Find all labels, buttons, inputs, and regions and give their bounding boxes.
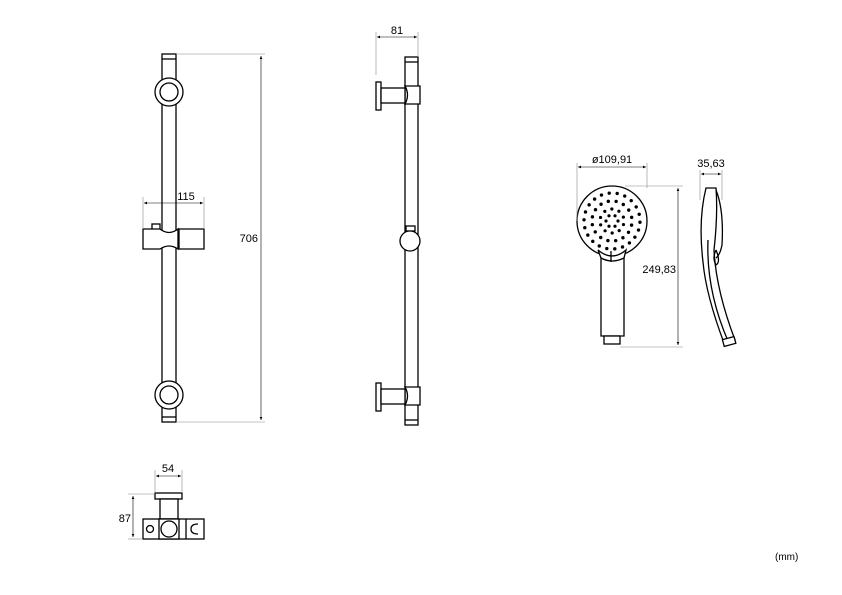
dimension-35-63: 35,63 [697, 158, 725, 200]
nozzle-dot [621, 202, 625, 207]
nozzle-dot [621, 222, 626, 227]
spray-nozzles [582, 191, 642, 251]
nozzle-dot [607, 224, 611, 228]
nozzle-dot [613, 214, 617, 218]
nozzle-dot [597, 244, 601, 248]
nozzle-dot [629, 215, 634, 220]
rail-front-view: 115 706 [142, 53, 265, 423]
nozzle-dot [629, 198, 633, 203]
dimension-length: 249,83 [620, 185, 683, 348]
dim-head-diameter: ø109,91 [592, 154, 632, 166]
nozzle-dot [606, 199, 611, 204]
nozzle-dot [587, 203, 591, 207]
nozzle-dot [599, 223, 603, 227]
nozzle-dot [610, 207, 614, 211]
dim-bracket-height: 87 [119, 513, 131, 525]
nozzle-dot [613, 238, 618, 243]
nozzle-dot [599, 202, 603, 206]
dim-projection: 81 [391, 25, 403, 37]
dimension-706: 706 [176, 53, 265, 423]
nozzle-dot [629, 223, 634, 227]
nozzle-dot [593, 230, 597, 234]
nozzle-dot [607, 214, 611, 218]
dim-shower-length: 249,83 [642, 264, 676, 276]
wall-bracket-bottom [154, 380, 184, 410]
rail-side-view: 81 [375, 25, 421, 426]
hand-shower-front: ø109,91 249,83 [576, 154, 683, 348]
side-bracket-bottom [375, 382, 421, 412]
nozzle-dot [617, 229, 621, 233]
slider-knob-side [399, 225, 421, 252]
hand-shower-side: 35,63 [697, 158, 737, 348]
bracket-detail: 54 87 [119, 463, 205, 540]
nozzle-dot [607, 191, 611, 195]
nozzle-dot [586, 233, 590, 237]
dim-rail-height: 706 [240, 233, 258, 245]
dimension-head-diameter: ø109,91 [576, 154, 648, 221]
dimension-81: 81 [375, 25, 419, 75]
slider-front [142, 223, 205, 251]
nozzle-dot [599, 193, 604, 197]
nozzle-dot [636, 228, 641, 232]
dim-bracket-width: 54 [162, 463, 174, 475]
nozzle-dot [617, 209, 621, 213]
side-bracket-top [375, 81, 421, 111]
nozzle-dot [598, 215, 603, 220]
nozzle-dot [615, 191, 619, 196]
wall-bracket-top [154, 77, 184, 107]
nozzle-dot [603, 229, 607, 233]
nozzle-dot [593, 208, 598, 212]
nozzle-dot [613, 224, 617, 228]
nozzle-dot [634, 205, 638, 209]
nozzle-dot [637, 212, 641, 216]
nozzle-dot [627, 241, 632, 245]
nozzle-dot [616, 219, 620, 223]
nozzle-dot [621, 215, 625, 219]
nozzle-dot [610, 231, 614, 235]
nozzle-dot [583, 226, 587, 230]
nozzle-dot [623, 194, 627, 198]
nozzle-dot [606, 238, 610, 243]
nozzle-dot [626, 230, 631, 234]
nozzle-dot [590, 222, 595, 227]
nozzle-dot [603, 209, 607, 213]
nozzle-dot [604, 219, 608, 223]
nozzle-dot [620, 245, 625, 249]
nozzle-dot [591, 239, 595, 244]
nozzle-dot [627, 208, 631, 212]
dim-shower-depth: 35,63 [697, 158, 725, 170]
nozzle-dot [605, 246, 609, 251]
dim-slider-width: 115 [177, 191, 195, 203]
nozzle-dot [590, 215, 595, 219]
nozzle-dot [633, 235, 637, 239]
nozzle-dot [592, 197, 597, 201]
nozzle-dot [638, 220, 642, 224]
nozzle-dot [621, 236, 625, 240]
dimension-54: 54 [154, 463, 183, 493]
nozzle-dot [599, 235, 603, 240]
nozzle-dot [582, 218, 586, 222]
dimension-115: 115 [142, 191, 205, 229]
nozzle-dot [614, 199, 618, 204]
dimension-87: 87 [119, 493, 155, 540]
unit-label: (mm) [775, 552, 798, 563]
nozzle-dot [583, 210, 588, 214]
nozzle-dot [613, 247, 617, 251]
